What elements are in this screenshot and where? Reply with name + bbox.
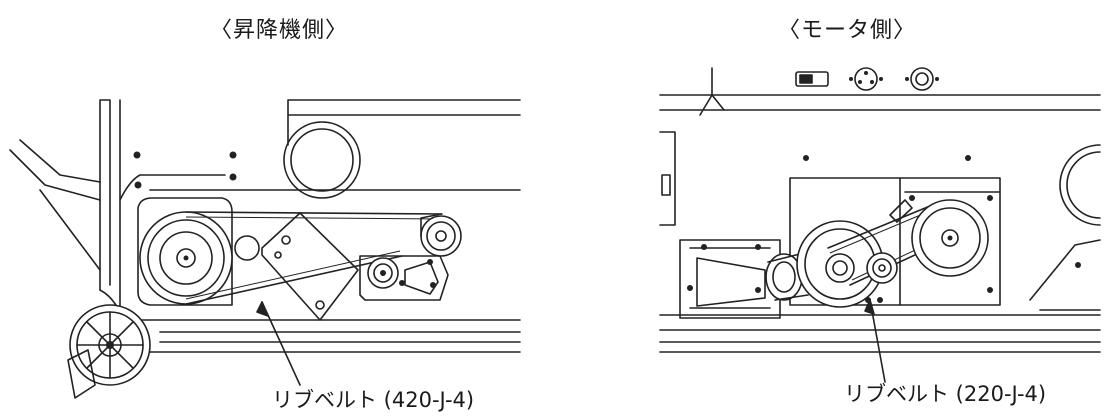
left-rib-belt-label: リブベルト (420-J-4) [272,388,475,412]
right-panel-title: 〈モータ側〉 [778,18,917,43]
right-rib-belt-label: リブベルト (220-J-4) [844,382,1047,406]
motor-side-diagram [659,67,1101,383]
left-panel-title: 〈昇降機側〉 [210,18,349,43]
power-socket-icon [849,67,883,91]
switch-icon [795,71,829,87]
lift-side-diagram [9,99,521,399]
round-connector-icon [905,67,939,91]
